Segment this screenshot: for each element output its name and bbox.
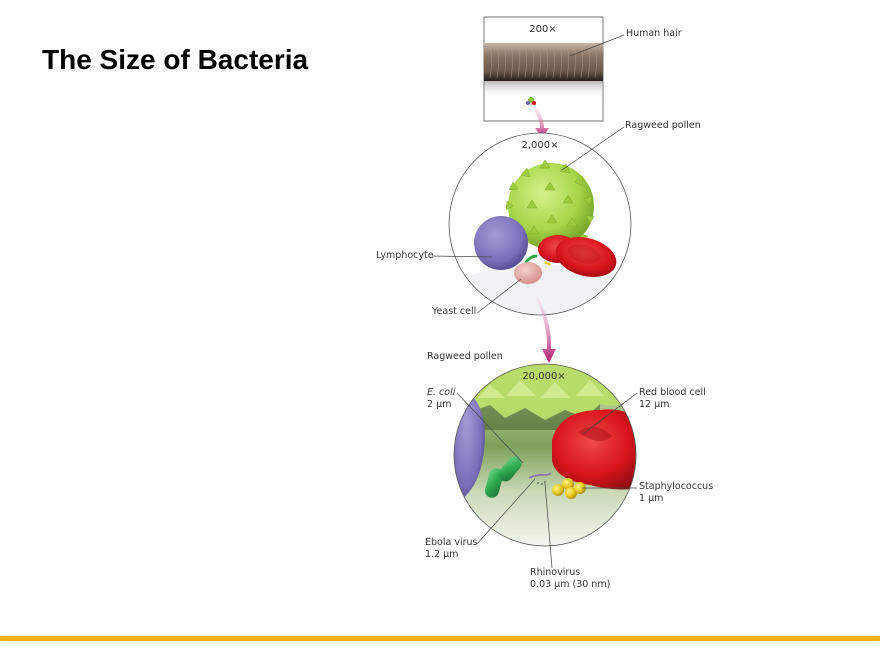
label-human-hair: Human hair (626, 28, 682, 39)
magnification-2000x: 2,000× (521, 140, 559, 151)
ragweed-pollen-image (505, 159, 595, 249)
red-blood-cell-leader (582, 392, 638, 435)
lymphocyte-leader (431, 255, 493, 258)
magnification-20000x: 20,000× (522, 371, 566, 382)
label-red-blood-cell: Red blood cell 12 µm (639, 387, 706, 411)
ragweed-pollen-leader (561, 126, 625, 171)
footer-accent-bar (0, 636, 880, 641)
ebola-virus-leader (476, 478, 536, 545)
yeast-cell-image (514, 262, 542, 284)
human-hair-image (484, 43, 603, 81)
rhinovirus-size: 0.03 µm (30 nm) (530, 579, 611, 590)
staphylococcus-name: Staphylococcus (639, 481, 714, 492)
staphylococcus-size: 1 µm (639, 493, 664, 504)
ebola-virus-image (528, 472, 552, 479)
label-yeast-cell: Yeast cell (432, 306, 477, 317)
e-coli-name: E. coli (427, 387, 456, 398)
label-e-coli: E. coli 2 µm (427, 387, 455, 411)
e-coli-image (484, 456, 522, 498)
red-blood-cell-large (552, 409, 636, 490)
yeast-cell-leader (476, 278, 522, 314)
staphylococcus-image (552, 478, 586, 499)
panel-2000x (448, 132, 632, 316)
rhinovirus-leader (544, 482, 553, 569)
ebola-virus-size: 1.2 µm (425, 549, 459, 560)
lymphocyte-image (474, 216, 528, 270)
e-coli-leader (456, 392, 524, 464)
ragweed-pollen-surface (454, 364, 636, 420)
panel-20000x (453, 363, 637, 547)
arrow-down-icon (534, 108, 549, 138)
red-blood-cell-size: 12 µm (639, 399, 670, 410)
label-rhinovirus: Rhinovirus 0.03 µm (30 nm) (530, 567, 610, 591)
tiny-pollen (528, 97, 534, 103)
rhinovirus-name: Rhinovirus (530, 567, 581, 578)
red-blood-cell-image (538, 235, 617, 278)
ebola-virus-name: Ebola virus (425, 537, 478, 548)
magnification-200x: 200× (529, 24, 557, 35)
e-coli-size: 2 µm (427, 399, 452, 410)
label-lymphocyte: Lymphocyte (376, 250, 434, 261)
label-staphylococcus: Staphylococcus 1 µm (639, 481, 713, 505)
human-hair-leader (569, 34, 625, 57)
panel-200x (483, 16, 604, 122)
arrow-down-icon-2 (536, 297, 556, 363)
label-ragweed-pollen: Ragweed pollen (625, 120, 701, 131)
red-blood-cell-name: Red blood cell (639, 387, 706, 398)
label-ragweed-pollen-20000x: Ragweed pollen (427, 351, 503, 362)
label-ebola-virus: Ebola virus 1.2 µm (425, 537, 477, 561)
slide-title: The Size of Bacteria (42, 44, 309, 75)
